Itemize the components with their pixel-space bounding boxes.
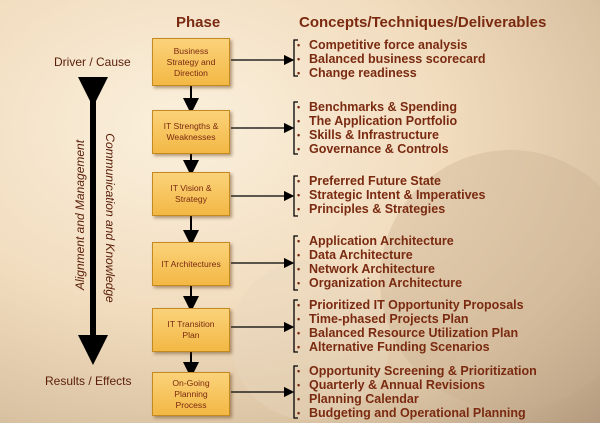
concept-list-it-vision: •Preferred Future State •Strategic Inten… <box>297 174 485 216</box>
phase-box-it-vision: IT Vision & Strategy <box>152 172 230 216</box>
bracket <box>293 39 298 77</box>
list-item: •Budgeting and Operational Planning <box>297 406 526 420</box>
bracket <box>293 365 298 419</box>
driver-label: Driver / Cause <box>54 55 131 69</box>
phase-box-it-strengths: IT Strengths & Weaknesses <box>152 110 230 154</box>
list-item: •Strategic Intent & Imperatives <box>297 188 486 202</box>
concept-list-ongoing-planning: •Opportunity Screening & Prioritization … <box>297 364 537 420</box>
list-item: •Data Architecture <box>297 248 413 262</box>
list-item: •Balanced business scorecard <box>297 52 486 66</box>
concept-list-business-strategy: •Competitive force analysis •Balanced bu… <box>297 38 485 80</box>
bracket <box>293 299 298 353</box>
list-item: •Balanced Resource Utilization Plan <box>297 326 519 340</box>
list-item: •Organization Architecture <box>297 276 463 290</box>
list-item: •Planning Calendar <box>297 392 419 406</box>
list-item: •Skills & Infrastructure <box>297 128 439 142</box>
list-item: •Benchmarks & Spending <box>297 100 457 114</box>
list-item: •Opportunity Screening & Prioritization <box>297 364 537 378</box>
list-item: •Network Architecture <box>297 262 435 276</box>
phase-box-business-strategy: Business Strategy and Direction <box>152 38 230 86</box>
list-item: •Time-phased Projects Plan <box>297 312 469 326</box>
concept-list-it-transition: •Prioritized IT Opportunity Proposals •T… <box>297 298 524 354</box>
list-item: •Governance & Controls <box>297 142 449 156</box>
results-label: Results / Effects <box>45 374 132 388</box>
concept-list-it-architectures: •Application Architecture •Data Architec… <box>297 234 462 290</box>
list-item: •Competitive force analysis <box>297 38 468 52</box>
list-item: •Quarterly & Annual Revisions <box>297 378 485 392</box>
bracket <box>293 175 298 217</box>
concept-list-it-strengths: •Benchmarks & Spending •The Application … <box>297 100 457 156</box>
phase-header: Phase <box>176 14 221 31</box>
bracket <box>293 235 298 291</box>
list-item: •Alternative Funding Scenarios <box>297 340 490 354</box>
list-item: •The Application Portfolio <box>297 114 458 128</box>
list-item: •Prioritized IT Opportunity Proposals <box>297 298 524 312</box>
communication-label: Communication and Knowledge <box>103 133 117 303</box>
alignment-label: Alignment and Management <box>73 139 87 291</box>
list-item: •Application Architecture <box>297 234 454 248</box>
bracket <box>293 101 298 155</box>
phase-box-ongoing-planning: On-Going Planning Process <box>152 372 230 416</box>
phase-box-it-architectures: IT Architectures <box>152 242 230 286</box>
list-item: •Change readiness <box>297 66 417 80</box>
phase-box-it-transition: IT Transition Plan <box>152 308 230 352</box>
concepts-header: Concepts/Techniques/Deliverables <box>299 14 547 31</box>
list-item: •Preferred Future State <box>297 174 441 188</box>
list-item: •Principles & Strategies <box>297 202 446 216</box>
